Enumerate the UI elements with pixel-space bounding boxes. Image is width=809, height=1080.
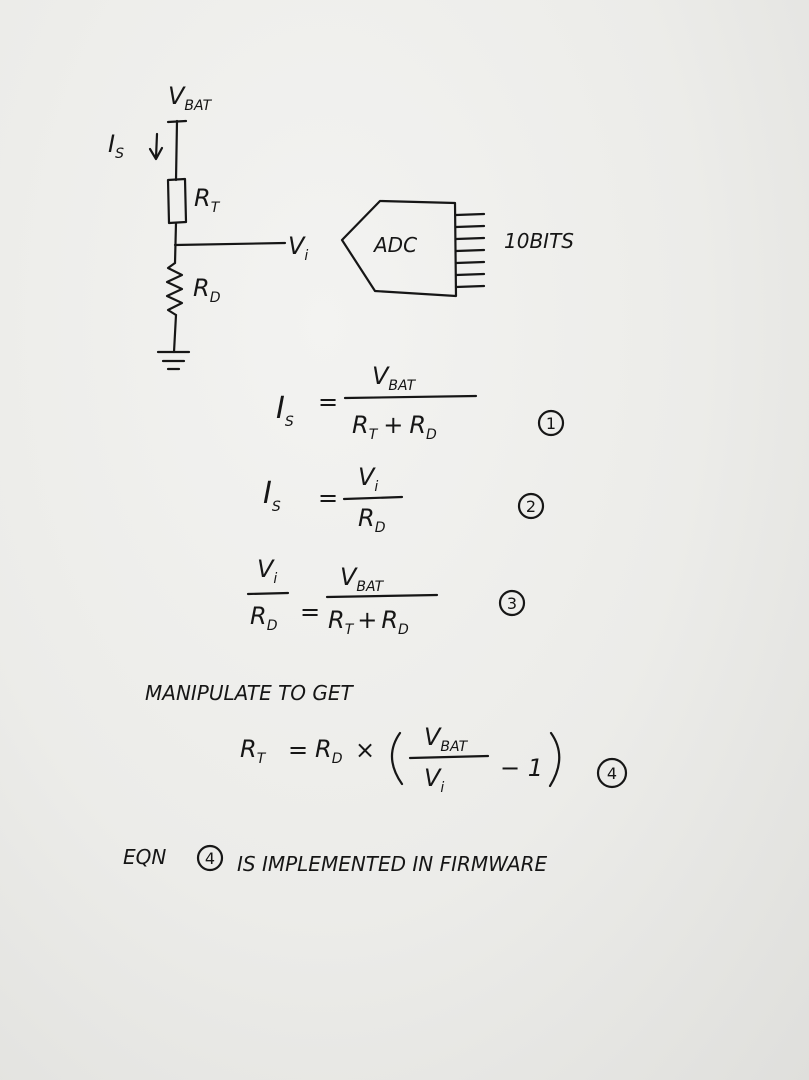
equation-1: IS = VBAT RT+RD 1 bbox=[276, 362, 565, 443]
equation-4: RT = RD × VBAT Vi − 1 4 bbox=[240, 723, 628, 796]
eq3-number-circle bbox=[498, 589, 526, 617]
eqn-ref: 4 bbox=[205, 849, 215, 868]
eq1-lhs: IS bbox=[276, 391, 294, 430]
eq2-lhs: IS bbox=[263, 476, 281, 515]
eq1-number: 1 bbox=[546, 414, 556, 433]
eq4-right-paren bbox=[548, 731, 561, 788]
eq4-lhs: RT bbox=[240, 735, 267, 767]
eq3-lhs-denominator: RD bbox=[250, 602, 278, 634]
eq1-equals: = bbox=[318, 388, 338, 416]
circuit-schematic: VBAT IS RT RD Vi ADC 10BITS bbox=[108, 82, 574, 371]
eq3-lhs-numerator: Vi bbox=[257, 555, 277, 587]
thermistor-rt bbox=[166, 177, 188, 225]
rd-label: RD bbox=[193, 274, 221, 306]
adc-output-pins bbox=[454, 212, 486, 289]
eq4-fraction-bar bbox=[408, 754, 490, 760]
eq3-denominator: RT+RD bbox=[328, 606, 409, 638]
eq3-fraction-bar bbox=[325, 593, 439, 599]
wire-node bbox=[173, 241, 287, 247]
adc-block bbox=[340, 199, 458, 298]
eqn-suffix: IS IMPLEMENTED IN FIRMWARE bbox=[237, 852, 548, 876]
eq3-equals: = bbox=[300, 598, 320, 626]
eq2-fraction-bar bbox=[342, 495, 404, 501]
eq4-denominator: Vi bbox=[424, 764, 444, 796]
wire-top bbox=[174, 119, 179, 182]
eq4-numerator: VBAT bbox=[424, 723, 469, 755]
eq4-left-paren bbox=[390, 731, 404, 786]
resistor-rd bbox=[165, 261, 184, 317]
eq4-number-circle bbox=[596, 757, 628, 789]
vbat-label: VBAT bbox=[168, 82, 213, 114]
eqn-ref-circle bbox=[196, 844, 224, 872]
eqn-prefix: EQN bbox=[123, 845, 166, 869]
current-arrow-icon bbox=[148, 132, 164, 161]
vi-label: Vi bbox=[288, 232, 308, 264]
eq4-number: 4 bbox=[607, 764, 617, 783]
rt-label: RT bbox=[194, 184, 221, 216]
eq3-number: 3 bbox=[507, 594, 517, 613]
ground-symbol bbox=[156, 350, 191, 371]
firmware-note: EQN 4 IS IMPLEMENTED IN FIRMWARE bbox=[123, 844, 548, 876]
wire-bottom bbox=[172, 313, 178, 354]
eq4-times: × bbox=[355, 736, 375, 764]
eq2-number-circle bbox=[517, 492, 545, 520]
eq1-denominator: RT+RD bbox=[352, 411, 437, 443]
wire-middle bbox=[173, 221, 178, 265]
eq3-numerator: VBAT bbox=[340, 563, 385, 595]
eq2-denominator: RD bbox=[358, 504, 386, 536]
manipulate-note: MANIPULATE TO GET bbox=[145, 681, 355, 705]
eq2-equals: = bbox=[318, 484, 338, 512]
eq2-numerator: Vi bbox=[358, 463, 378, 495]
adc-label: ADC bbox=[372, 233, 417, 257]
eq4-rd: RD bbox=[315, 735, 343, 767]
eq1-number-circle bbox=[537, 409, 565, 437]
eq2-number: 2 bbox=[526, 497, 536, 516]
eq1-fraction-bar bbox=[343, 394, 478, 400]
eq4-equals: = bbox=[288, 736, 308, 764]
eq3-lhs-fraction-bar bbox=[246, 591, 290, 596]
is-label: IS bbox=[108, 130, 124, 162]
equation-2: IS = Vi RD 2 bbox=[263, 463, 545, 536]
adc-bits-label: 10BITS bbox=[504, 229, 574, 253]
equation-3: Vi RD = VBAT RT+RD 3 bbox=[246, 555, 526, 638]
eq4-minus-one: − 1 bbox=[500, 754, 543, 782]
eq1-numerator: VBAT bbox=[372, 362, 417, 394]
